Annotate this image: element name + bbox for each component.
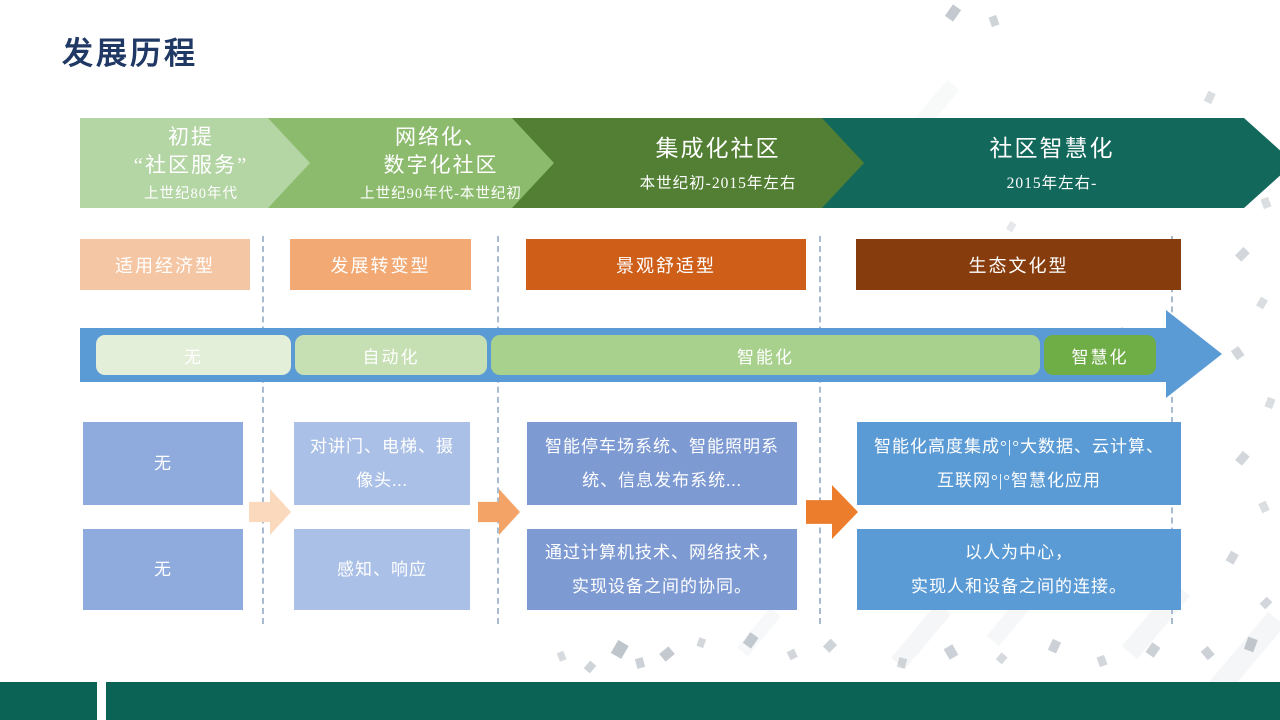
capability-text: 感知、响应 bbox=[337, 559, 427, 579]
stage-period: 上世纪80年代 bbox=[144, 186, 238, 203]
stage-title: 初提 “社区服务” bbox=[133, 124, 249, 177]
capability-box-r1c4: 智能化高度集成°|°大数据、云计算、 互联网°|°智慧化应用 bbox=[857, 422, 1181, 505]
stage-title: 社区智慧化 bbox=[989, 136, 1115, 162]
capability-text: 无 bbox=[154, 453, 172, 473]
level-segment-2: 自动化 bbox=[295, 335, 487, 375]
type-box-4: 生态文化型 bbox=[856, 239, 1181, 290]
level-segment-label: 智能化 bbox=[737, 347, 794, 367]
level-segment-label: 自动化 bbox=[362, 347, 420, 367]
capability-text: 智能停车场系统、智能照明系 统、信息发布系统... bbox=[545, 437, 779, 490]
column-divider-2 bbox=[497, 236, 499, 624]
level-segment-1: 无 bbox=[96, 335, 291, 375]
capability-box-r2c3: 通过计算机技术、网络技术， 实现设备之间的协同。 bbox=[527, 529, 797, 610]
level-segment-4: 智慧化 bbox=[1044, 335, 1156, 375]
capability-text: 智能化高度集成°|°大数据、云计算、 互联网°|°智慧化应用 bbox=[874, 437, 1164, 490]
type-label: 发展转变型 bbox=[330, 255, 431, 276]
stage-title: 集成化社区 bbox=[655, 136, 781, 162]
level-segment-label: 智慧化 bbox=[1071, 347, 1129, 367]
slide-title: 发展历程 bbox=[62, 36, 198, 71]
footer-bar bbox=[0, 682, 1280, 720]
type-label: 景观舒适型 bbox=[616, 255, 716, 276]
capability-box-r2c4: 以人为中心， 实现人和设备之间的连接。 bbox=[857, 529, 1181, 610]
capability-box-r2c2: 感知、响应 bbox=[294, 529, 470, 610]
type-label: 适用经济型 bbox=[115, 255, 215, 276]
capability-box-r1c1: 无 bbox=[83, 422, 243, 505]
capability-text: 对讲门、电梯、摄 像头... bbox=[310, 437, 454, 490]
type-box-3: 景观舒适型 bbox=[526, 239, 806, 290]
capability-text: 以人为中心， 实现人和设备之间的连接。 bbox=[911, 543, 1127, 596]
column-divider-3 bbox=[819, 236, 821, 624]
stage-period: 上世纪90年代-本世纪初 bbox=[360, 186, 522, 203]
capability-text: 通过计算机技术、网络技术， 实现设备之间的协同。 bbox=[545, 543, 779, 596]
capability-text: 无 bbox=[154, 559, 172, 579]
capability-box-r1c2: 对讲门、电梯、摄 像头... bbox=[294, 422, 470, 505]
capability-box-r2c1: 无 bbox=[83, 529, 243, 610]
column-divider-1 bbox=[262, 236, 264, 624]
type-box-1: 适用经济型 bbox=[80, 239, 250, 290]
stage-period: 2015年左右- bbox=[1006, 174, 1098, 192]
level-segment-label: 无 bbox=[184, 347, 203, 367]
stage-title: 网络化、 数字化社区 bbox=[383, 124, 499, 177]
level-segment-3: 智能化 bbox=[491, 335, 1040, 375]
stage-period: 本世纪初-2015年左右 bbox=[639, 174, 797, 192]
capability-box-r1c3: 智能停车场系统、智能照明系 统、信息发布系统... bbox=[527, 422, 797, 505]
type-label: 生态文化型 bbox=[968, 255, 1069, 276]
footer-notch bbox=[97, 682, 106, 720]
stage-chevron-4: 社区智慧化 2015年左右- bbox=[822, 118, 1280, 208]
type-box-2: 发展转变型 bbox=[290, 239, 471, 290]
